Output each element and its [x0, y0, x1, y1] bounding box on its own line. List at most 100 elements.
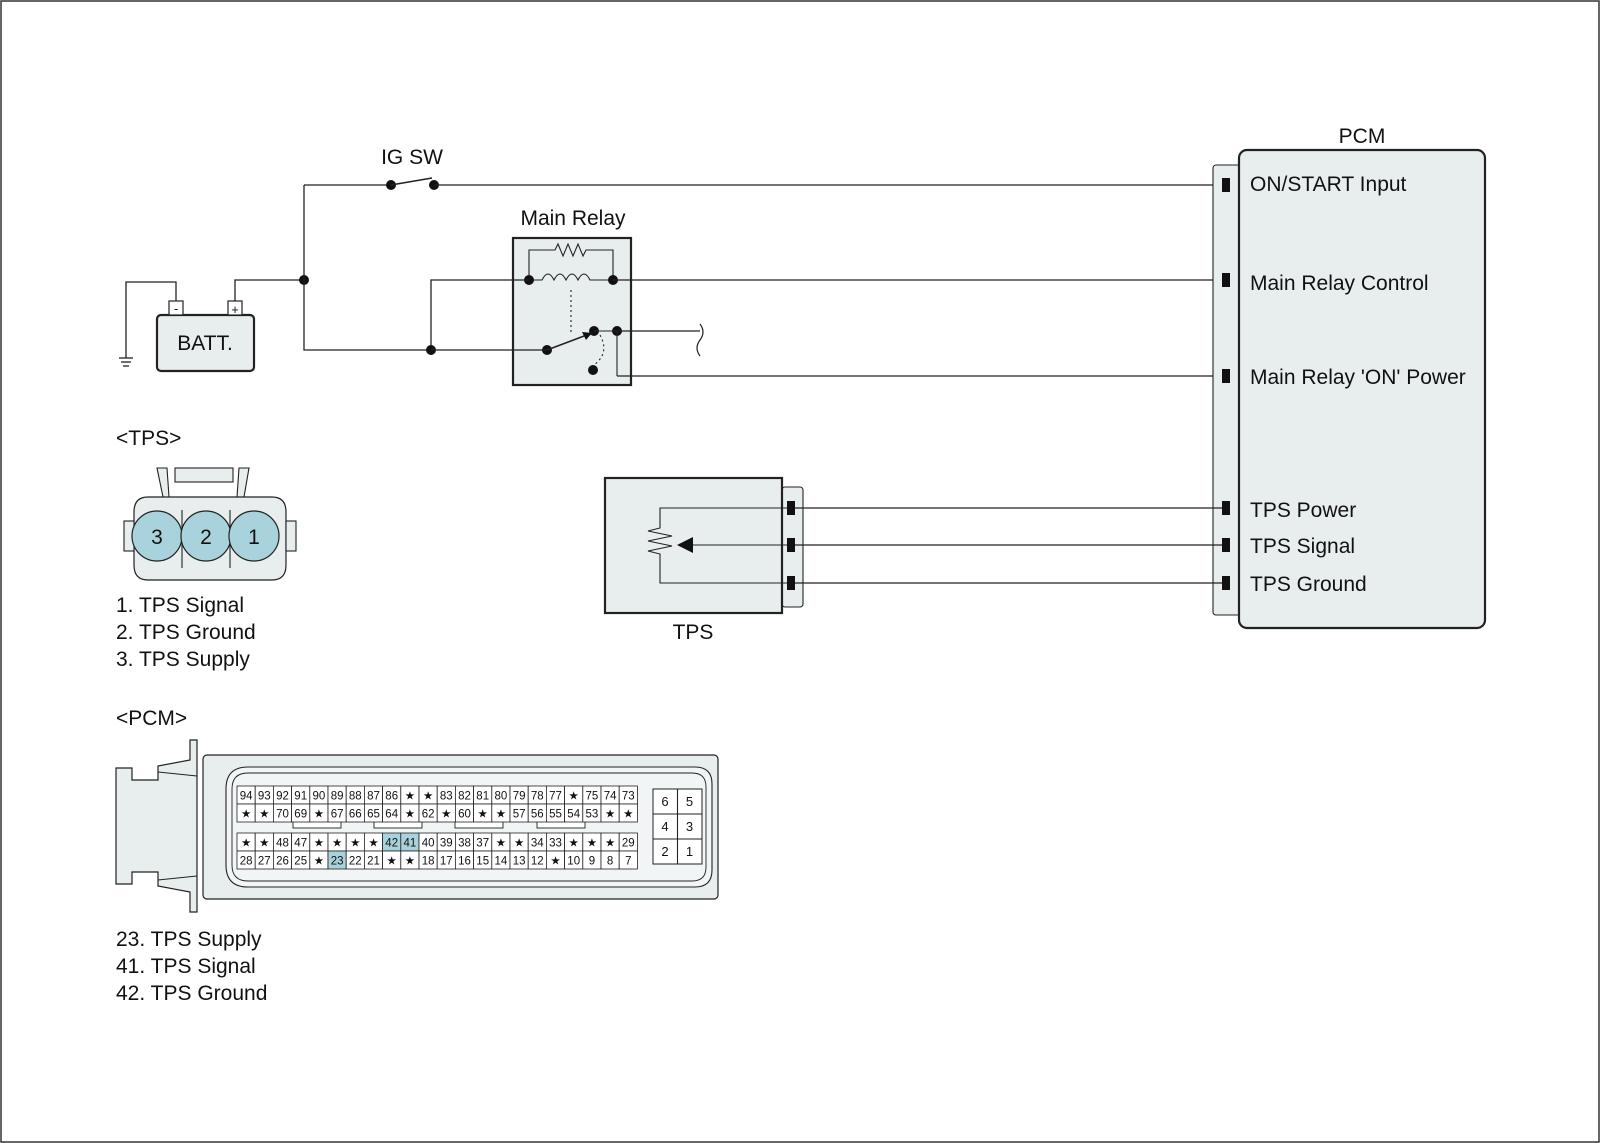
pcm-pin-number: ★ — [387, 856, 397, 868]
pcm-legend-41: 41. TPS Signal — [116, 955, 256, 978]
tps-connector — [123, 467, 297, 581]
pcm-pin-number: ★ — [405, 856, 415, 868]
pcm-block — [1212, 148, 1487, 630]
wire-break-icon — [696, 323, 704, 357]
pcm-title: PCM — [1339, 125, 1386, 148]
pcm-pin-cell — [618, 803, 638, 823]
pcm-pin-number: 79 — [513, 791, 526, 803]
pcm-pin-number: 70 — [276, 809, 289, 821]
pcm-pin-number: 16 — [458, 856, 471, 868]
pcm-pin-number: 13 — [513, 856, 526, 868]
pcm-pin-number: ★ — [241, 838, 251, 850]
pcm-pin-number: 27 — [258, 856, 271, 868]
pcm-pin-number: ★ — [569, 791, 579, 803]
pcm-pin-number: 90 — [313, 791, 326, 803]
ig-switch — [386, 177, 439, 190]
pcm-pin-number: 8 — [607, 856, 613, 868]
pcm-pin-number: 64 — [385, 809, 398, 821]
pcm-pin-number: ★ — [350, 838, 360, 850]
battery: - + BATT. — [155, 300, 256, 373]
pcm-pin-number: 67 — [331, 809, 344, 821]
pcm-pin-number: 7 — [625, 856, 631, 868]
pcm-pin-number: ★ — [368, 838, 378, 850]
pcm-pin-number: 56 — [531, 809, 544, 821]
pcm-pin-on-start-input: ON/START Input — [1250, 173, 1407, 196]
pcm-pin-number: ★ — [423, 791, 433, 803]
pcm-pin-number: 75 — [586, 791, 599, 803]
pcm-pin-number: 74 — [604, 791, 617, 803]
pcm-pin-number: 60 — [458, 809, 471, 821]
pcm-pin-number: ★ — [259, 809, 269, 821]
pcm-pin-number: 38 — [458, 838, 471, 850]
pcm-pin-number: ★ — [605, 838, 615, 850]
pcm-pin-main-relay-control: Main Relay Control — [1250, 272, 1429, 295]
tps-connector-title: <TPS> — [116, 427, 181, 450]
pcm-pin-number: 28 — [240, 856, 253, 868]
pcm-pin-number: ★ — [514, 838, 524, 850]
pcm-pin-number: 88 — [349, 791, 362, 803]
pcm-pin-number: 25 — [294, 856, 307, 868]
pcm-legend-23: 23. TPS Supply — [116, 928, 262, 951]
pcm-connector-title: <PCM> — [116, 707, 187, 730]
pcm-pin-number: 57 — [513, 809, 526, 821]
pcm-pin-number: 15 — [476, 856, 489, 868]
pcm-pin-number: 33 — [549, 838, 562, 850]
pcm-pin-number: ★ — [569, 838, 579, 850]
pcm-pin-number: 34 — [531, 838, 544, 850]
pcm-pin-number: 14 — [495, 856, 508, 868]
tps-sensor — [603, 476, 804, 615]
pcm-pin-number: 41 — [404, 838, 417, 850]
pcm-pin-number: 21 — [367, 856, 380, 868]
pcm-pin-number: 66 — [349, 809, 362, 821]
tps-terminal-1: 1 — [248, 526, 260, 549]
pcm-pin-main-relay-on-power: Main Relay 'ON' Power — [1250, 366, 1466, 389]
pcm-pin-number: 18 — [422, 856, 435, 868]
pcm-pin-tps-power: TPS Power — [1250, 499, 1356, 522]
tps-terminal-2: 2 — [200, 526, 212, 549]
pcm-small-pin-number: 4 — [661, 819, 668, 834]
ground-icon — [119, 357, 133, 367]
pcm-pin-number: 37 — [476, 838, 489, 850]
pcm-pin-number: ★ — [587, 838, 597, 850]
pcm-connector — [115, 739, 719, 913]
tps-legend-2: 2. TPS Ground — [116, 621, 256, 644]
pcm-pin-number: ★ — [259, 838, 269, 850]
pcm-pin-number: 80 — [495, 791, 508, 803]
pcm-pin-number: 9 — [589, 856, 595, 868]
battery-label: BATT. — [177, 332, 233, 355]
pcm-pin-number: ★ — [314, 838, 324, 850]
pcm-pin-number: 55 — [549, 809, 562, 821]
pcm-pin-number: ★ — [405, 791, 415, 803]
pcm-pin-number: ★ — [314, 856, 324, 868]
pcm-pin-number: 82 — [458, 791, 471, 803]
pcm-pin-tps-ground: TPS Ground — [1250, 573, 1367, 596]
main-relay-label: Main Relay — [520, 207, 626, 230]
pcm-pin-number: 53 — [586, 809, 599, 821]
pcm-pin-number: ★ — [605, 809, 615, 821]
pcm-pin-number: ★ — [405, 809, 415, 821]
pcm-pin-number: 86 — [385, 791, 398, 803]
battery-plus-label: + — [231, 302, 239, 317]
pcm-pin-number: 48 — [276, 838, 289, 850]
pcm-pin-number: 89 — [331, 791, 344, 803]
pcm-pin-cell — [618, 850, 638, 870]
pcm-pin-number: 65 — [367, 809, 380, 821]
pcm-pin-number: 40 — [422, 838, 435, 850]
pcm-pin-number: ★ — [496, 809, 506, 821]
pcm-pin-number: 26 — [276, 856, 289, 868]
pcm-small-pin-number: 2 — [661, 844, 668, 859]
pcm-small-pin-number: 3 — [686, 819, 693, 834]
pcm-pin-number: ★ — [496, 838, 506, 850]
battery-minus-label: - — [174, 301, 178, 316]
tps-terminal-3: 3 — [151, 526, 163, 549]
pcm-pin-number: ★ — [241, 809, 251, 821]
pcm-pin-number: 78 — [531, 791, 544, 803]
tps-sensor-label: TPS — [673, 621, 714, 644]
tps-legend-1: 1. TPS Signal — [116, 594, 244, 617]
pcm-pin-number: ★ — [441, 809, 451, 821]
